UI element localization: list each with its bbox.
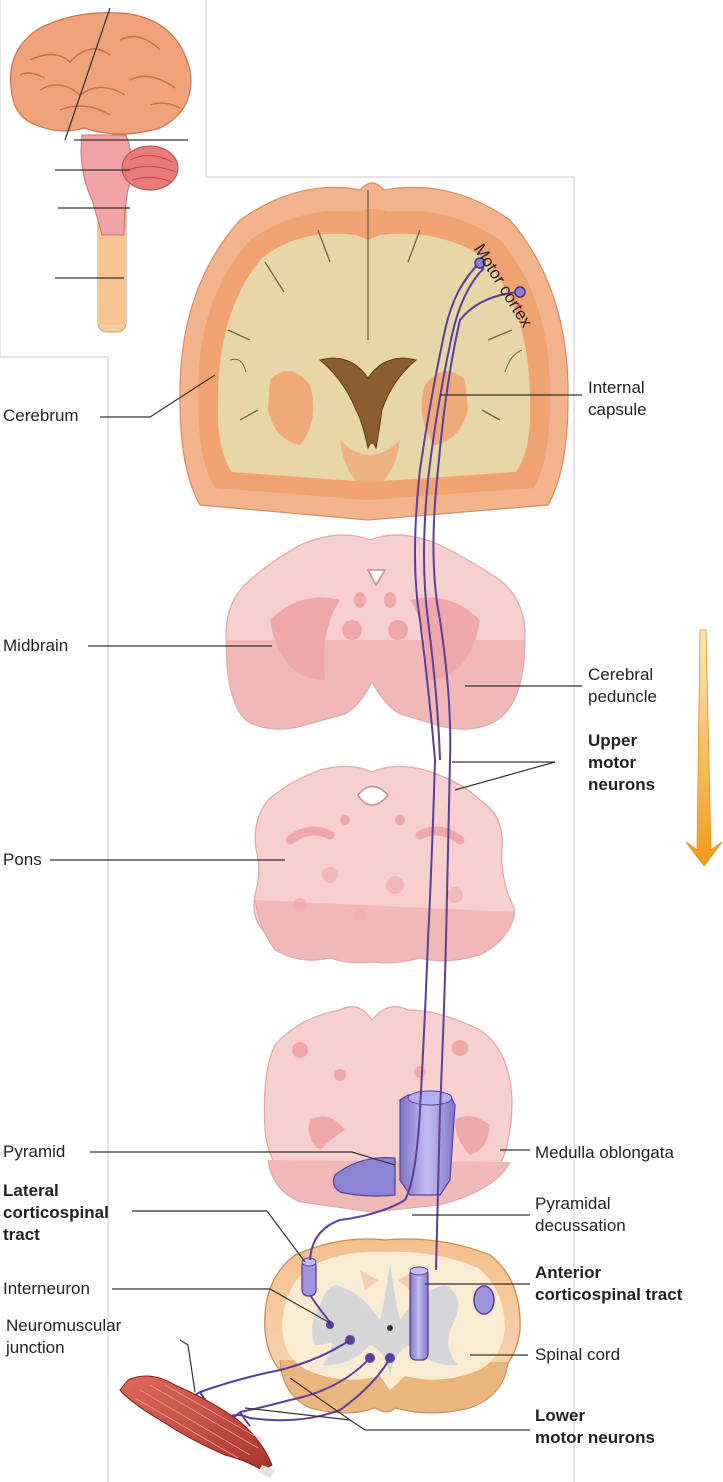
skeletal-muscle (119, 1375, 275, 1478)
interneuron-label: Interneuron (3, 1279, 90, 1298)
cerebrum-section (179, 182, 569, 521)
inset-brain-lateral-view (9, 12, 192, 333)
cerebrum-label: Cerebrum (3, 406, 79, 425)
lower-motor-neurons-label: Lower motor neurons (535, 1406, 655, 1447)
pons-label: Pons (3, 850, 42, 869)
upper-motor-neurons-label: Upper motor neurons (588, 731, 656, 794)
frame-lines (0, 0, 575, 1482)
neuromuscular-junction-label: Neuromuscular junction (6, 1316, 122, 1357)
lateral-corticospinal-tract-label: Lateral corticospinal tract (3, 1181, 109, 1244)
anterior-corticospinal-tract-label: Anterior corticospinal tract (535, 1263, 683, 1304)
spinal-cord-section (264, 1238, 521, 1414)
midbrain-section (225, 534, 526, 730)
leader-lines (50, 374, 582, 1431)
upper-motor-neuron-axons (309, 262, 521, 1271)
midbrain-label: Midbrain (3, 636, 69, 655)
pons-section (253, 765, 516, 964)
spinal-cord-label: Spinal cord (535, 1345, 621, 1364)
inset-section-lines (55, 7, 188, 279)
pyramid-label: Pyramid (3, 1142, 66, 1161)
upper-motor-neuron-cell-body-1 (474, 257, 486, 269)
interneuron-and-lmn-cell-bodies (326, 1321, 395, 1363)
medulla-oblongata-label: Medulla oblongata (535, 1143, 674, 1162)
pyramidal-decussation-label: Pyramidal decussation (535, 1194, 626, 1235)
cerebral-peduncle-label: Cerebral peduncle (588, 665, 658, 706)
upper-motor-neuron-cell-body-2 (514, 286, 526, 298)
descending-arrow (685, 629, 723, 867)
internal-capsule-label: Internal capsule (588, 378, 647, 419)
